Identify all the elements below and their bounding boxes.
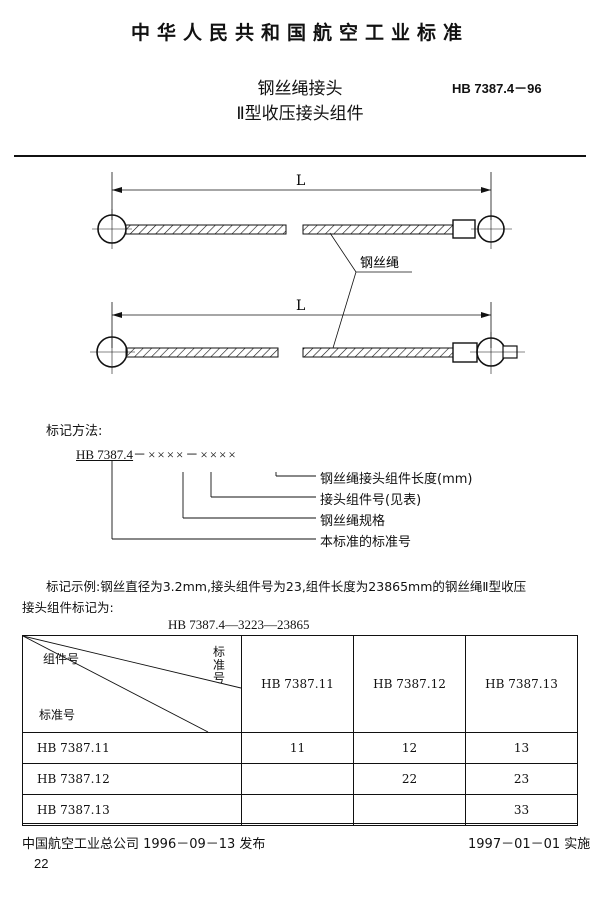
table-cell: 11 bbox=[241, 732, 354, 764]
column-header-2: HB 7387.12 bbox=[353, 635, 466, 733]
table-cell: 12 bbox=[353, 732, 466, 764]
footer-rule bbox=[22, 823, 578, 824]
callout-wire-rope: 钢丝绳 bbox=[360, 256, 399, 271]
marking-code-rest: －××××－×××× bbox=[133, 447, 238, 462]
marking-leader-lines bbox=[111, 460, 316, 540]
issued-date: 中国航空工业总公司 1996－09－13 发布 bbox=[22, 837, 266, 852]
row-label: HB 7387.13 bbox=[22, 794, 242, 826]
table-cell: 13 bbox=[465, 732, 578, 764]
dim-label-top: L bbox=[296, 173, 305, 189]
table-row: HB 7387.12 22 23 bbox=[22, 763, 578, 795]
legend-assembly-number: 接头组件号(见表) bbox=[320, 493, 422, 508]
row-label: HB 7387.12 bbox=[22, 763, 242, 795]
table-cell bbox=[241, 794, 354, 826]
table-cell bbox=[241, 763, 354, 795]
assembly-table: 组件号 标准号 标准号 HB 7387.11 HB 7387.12 HB 738… bbox=[22, 635, 578, 826]
table-row: HB 7387.11 11 12 13 bbox=[22, 732, 578, 764]
marking-heading: 标记方法: bbox=[46, 424, 103, 439]
example-line-2: 接头组件标记为: bbox=[22, 600, 114, 615]
title-line-1: 钢丝绳接头 bbox=[257, 79, 343, 99]
legend-standard-number: 本标准的标准号 bbox=[320, 535, 412, 550]
corner-label-assembly: 组件号 bbox=[43, 652, 80, 666]
table-cell bbox=[353, 794, 466, 826]
corner-label-standard-top: 标准号 bbox=[213, 645, 226, 685]
standard-header: 中华人民共和国航空工业标准 bbox=[130, 22, 469, 44]
legend-length: 钢丝绳接头组件长度(mm) bbox=[320, 472, 473, 487]
example-line-1: 标记示例:钢丝直径为3.2mm,接头组件号为23,组件长度为23865mm的钢丝… bbox=[46, 579, 527, 594]
standard-number: HB 7387.4－96 bbox=[452, 81, 542, 96]
column-header-3: HB 7387.13 bbox=[465, 635, 578, 733]
effective-date: 1997－01－01 实施 bbox=[468, 837, 591, 852]
page-number: 22 bbox=[34, 856, 49, 871]
table-cell: 23 bbox=[465, 763, 578, 795]
example-code: HB 7387.4—3223—23865 bbox=[168, 617, 310, 632]
dim-label-bottom: L bbox=[296, 298, 305, 314]
legend-rope-spec: 钢丝绳规格 bbox=[320, 514, 386, 529]
title-line-2: Ⅱ型收压接头组件 bbox=[236, 104, 364, 124]
marking-code-prefix: HB 7387.4 bbox=[76, 447, 134, 462]
table-cell: 22 bbox=[353, 763, 466, 795]
column-header-1: HB 7387.11 bbox=[241, 635, 354, 733]
header-rule bbox=[14, 155, 586, 157]
table-cell: 33 bbox=[465, 794, 578, 826]
marking-code: HB 7387.4－××××－×××× bbox=[76, 444, 238, 463]
row-label: HB 7387.11 bbox=[22, 732, 242, 764]
table-corner-cell: 组件号 标准号 标准号 bbox=[22, 635, 242, 733]
wire-rope-drawing: L 钢丝绳 L bbox=[90, 172, 525, 374]
corner-label-standard-bottom: 标准号 bbox=[39, 708, 76, 722]
table-row: HB 7387.13 33 bbox=[22, 794, 578, 826]
corner-diagonals bbox=[23, 636, 241, 732]
